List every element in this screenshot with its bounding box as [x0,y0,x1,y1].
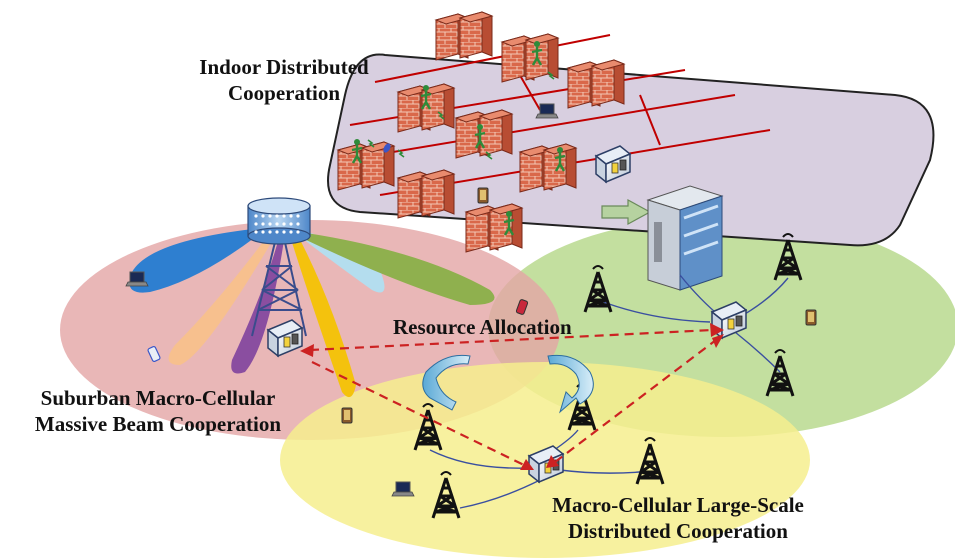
tablet-icon [477,187,489,204]
indoor-label: Indoor Distributed Cooperation [181,54,387,106]
suburban-label: Suburban Macro-Cellular Massive Beam Coo… [10,385,306,437]
uplink-arrow-icon [601,198,652,226]
resource-allocation-arrows [309,328,717,467]
tablet-icon [805,309,817,326]
suburban-label-line1: Suburban Macro-Cellular [40,386,276,410]
macro-label: Macro-Cellular Large-Scale Distributed C… [518,492,838,544]
suburban-label-line2: Massive Beam Cooperation [34,412,282,436]
massive-mimo-tower-icon [247,197,311,337]
macro-label-line1: Macro-Cellular Large-Scale [552,493,804,517]
phone-icon [515,299,529,315]
arrowheads [300,323,724,470]
rotate-arrow-icon [547,354,594,414]
rotate-arrow-icon [422,354,471,411]
indoor-label-line1: Indoor Distributed [199,55,369,79]
server-rack-icon [646,185,724,291]
tablet-icon [341,407,353,424]
indoor-users [350,39,567,237]
indoor-label-line2: Cooperation [228,81,340,105]
phone-icon [147,346,161,362]
phone-icon [383,143,391,153]
massive-beams [129,228,495,398]
macro-label-line2: Distributed Cooperation [568,519,788,543]
resource-allocation-label: Resource Allocation [393,315,572,339]
fronthaul-links [429,274,789,509]
